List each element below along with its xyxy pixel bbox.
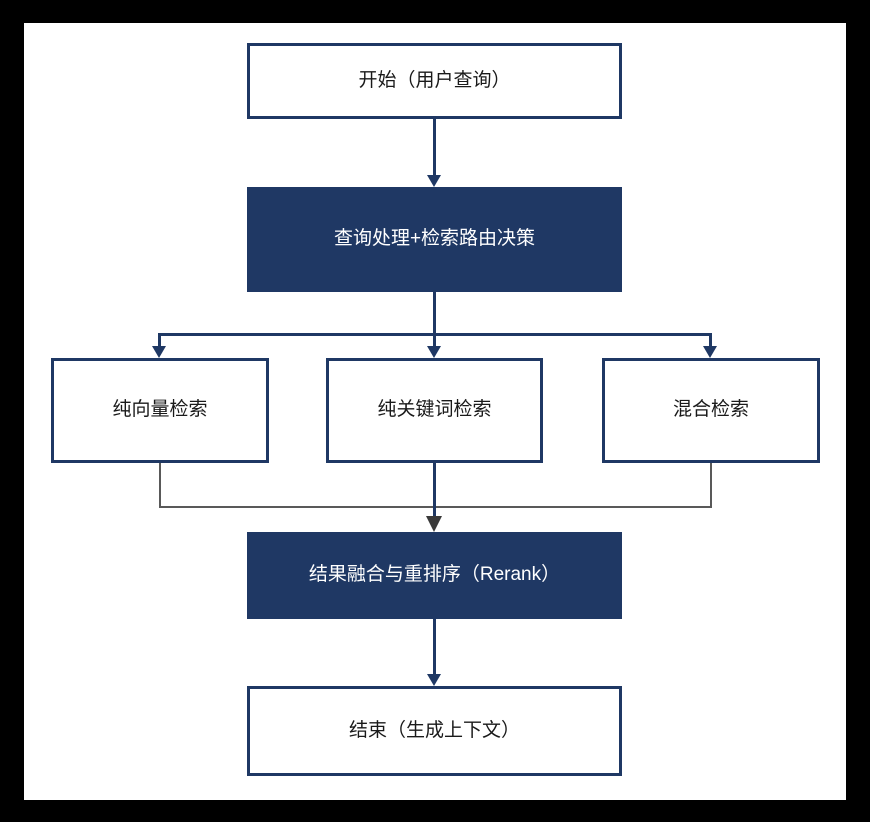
connector-rerank-end [433, 619, 436, 675]
connector-query-branch-center [433, 292, 436, 346]
node-keyword-search-label: 纯关键词检索 [377, 399, 492, 421]
node-end: 结束（生成上下文） [247, 686, 622, 776]
node-start: 开始（用户查询） [247, 43, 622, 119]
connector-branch-horizontal [158, 333, 712, 336]
node-start-label: 开始（用户查询） [358, 69, 511, 91]
node-query-processing-label: 查询处理+检索路由决策 [333, 228, 536, 250]
connector-branch-left [158, 334, 161, 346]
connector-merge-left [159, 463, 161, 506]
arrowhead-down-icon [427, 674, 441, 686]
node-hybrid-search: 混合检索 [602, 358, 820, 463]
node-end-label: 结束（生成上下文） [348, 719, 520, 741]
node-hybrid-search-label: 混合检索 [672, 399, 749, 421]
node-vector-search: 纯向量检索 [51, 358, 269, 463]
arrowhead-down-icon [427, 346, 441, 358]
flowchart-canvas: 开始（用户查询） 查询处理+检索路由决策 纯向量检索 纯关键词检索 混合检索 结… [24, 23, 846, 800]
connector-branch-right [709, 334, 712, 346]
arrowhead-down-icon [426, 516, 442, 532]
connector-merge-center [433, 463, 436, 517]
arrowhead-down-icon [703, 346, 717, 358]
arrowhead-down-icon [152, 346, 166, 358]
connector-start-query [433, 119, 436, 176]
node-vector-search-label: 纯向量检索 [112, 399, 208, 421]
arrowhead-down-icon [427, 175, 441, 187]
node-keyword-search: 纯关键词检索 [326, 358, 543, 463]
node-rerank: 结果融合与重排序（Rerank） [247, 532, 622, 619]
node-rerank-label: 结果融合与重排序（Rerank） [308, 564, 561, 586]
node-query-processing: 查询处理+检索路由决策 [247, 187, 622, 292]
connector-merge-right [710, 463, 712, 506]
